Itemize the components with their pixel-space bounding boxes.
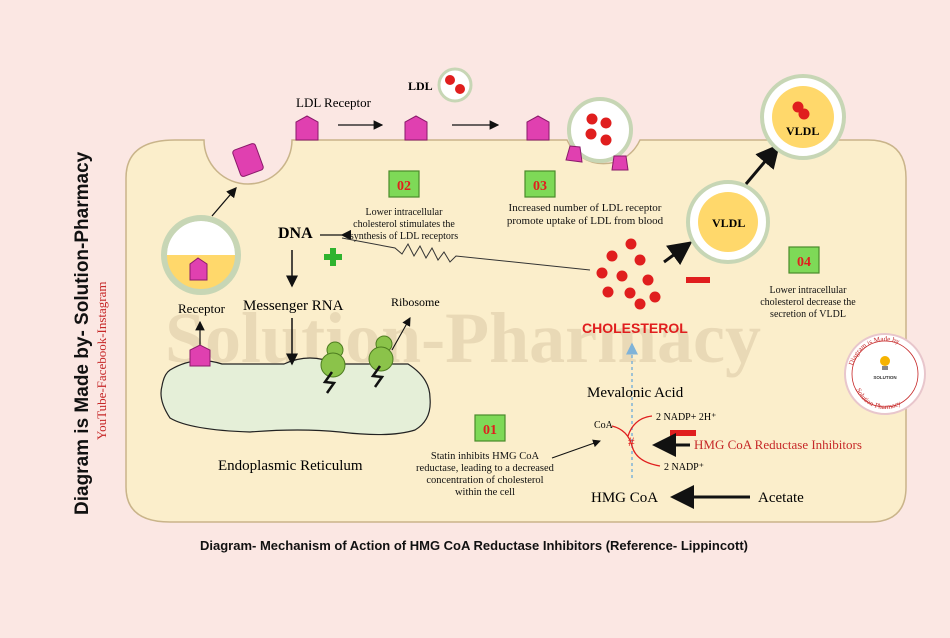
ldl-receptor-2 [404,115,428,141]
cholesterol-label: CHOLESTEROL [582,320,688,336]
step-01-line: Statin inhibits HMG CoA [431,451,540,462]
svg-text:03: 03 [533,179,547,194]
endosome-receptor [189,257,208,281]
bulb-icon [880,356,890,366]
step-02-line: synthesis of LDL receptors [350,231,458,242]
step-04-box: 04 [788,246,820,274]
svg-text:01: 01 [483,423,497,438]
step-02-box: 02 [388,170,420,198]
step-04-line: Lower intracellular [770,285,848,296]
step-03-box: 03 [524,170,556,198]
endoplasmic-reticulum [160,357,431,436]
hmg-coa-label: HMG CoA [591,490,658,506]
ldl-particle [437,67,473,103]
step-03-description: Increased number of LDL receptorpromote … [507,202,664,227]
plus-icon [324,248,342,266]
inhibitor-label: HMG CoA Reductase Inhibitors [694,437,862,452]
step-03-line: Increased number of LDL receptor [509,202,662,214]
cholesterol-cluster [596,238,661,310]
ldl-receptor-label: LDL Receptor [296,95,372,110]
side-subtitle: YouTube-Facebook-Instagram [94,281,109,440]
signal-zigzag [341,237,591,271]
messenger-rna-label: Messenger RNA [243,298,344,314]
svg-text:04: 04 [797,255,811,270]
vldl-outer-label: VLDL [786,124,819,138]
step-04-line: cholesterol decrease the [760,297,856,308]
ldl-label: LDL [408,79,433,93]
receptor-pocket [232,143,264,177]
svg-text:02: 02 [397,179,411,194]
step-01-line: within the cell [455,487,515,498]
er-label: Endoplasmic Reticulum [218,458,363,474]
nadp-out-label: 2 NADP+ 2H⁺ [656,412,716,423]
inhibition-mark: # [628,434,635,449]
step-04-line: secretion of VLDL [770,309,846,320]
nadp-in-label: 2 NADP⁺ [664,462,704,473]
ribosome-label: Ribosome [391,295,440,309]
dna-label: DNA [278,225,313,242]
er-receptor [189,344,211,367]
mevalonic-acid-label: Mevalonic Acid [587,385,684,401]
solution-pharmacy-stamp: Diagram is Made by Solution-Pharmacy SOL… [844,333,926,415]
step-01-line: reductase, leading to a decreased [416,463,555,474]
vldl-inner-label: VLDL [712,216,745,230]
ldl-vesicle-receptor-1 [565,145,583,163]
step-02-line: cholesterol stimulates the [353,219,455,230]
minus-icon-enzyme [670,430,696,436]
step-01-box: 01 [474,414,506,442]
step-02-line: Lower intracellular [366,207,444,218]
ldl-receptor-1 [295,115,319,141]
ribosome-1 [320,341,346,394]
receptor-label: Receptor [178,301,226,316]
ribosome-2 [368,335,394,388]
step-03-line: promote uptake of LDL from blood [507,215,664,227]
coa-label: CoA [594,420,614,431]
side-title: Diagram is Made by- Solution-Pharmacy [72,151,93,515]
minus-icon-vldl [686,277,710,283]
ldl-vesicle [567,97,633,163]
svg-text:SOLUTION: SOLUTION [873,375,896,380]
caption: Diagram- Mechanism of Action of HMG CoA … [200,538,748,553]
ldl-receptor-3 [526,115,550,141]
acetate-label: Acetate [758,490,804,506]
ldl-vesicle-receptor-2 [611,155,629,171]
step-01-line: concentration of cholesterol [426,475,543,486]
